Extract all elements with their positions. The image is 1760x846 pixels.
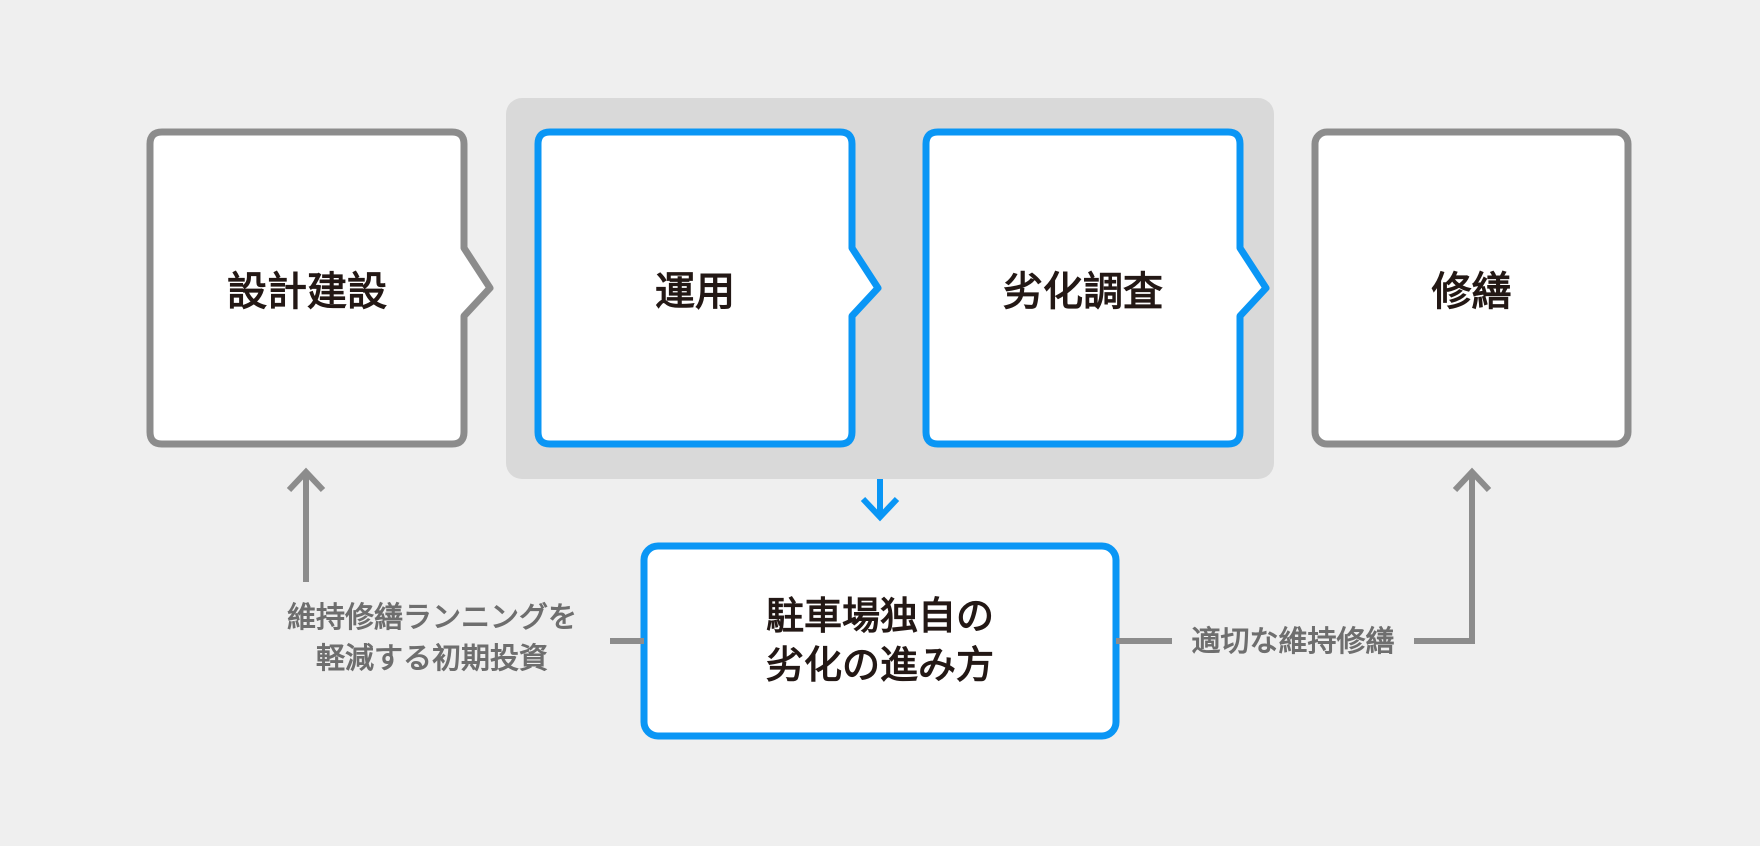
- step-label-operation: 運用: [655, 269, 735, 315]
- result-label: 駐車場独自の 劣化の進み方: [765, 593, 994, 687]
- step-box-deterioration-survey: [922, 128, 1270, 448]
- right-up-arrow-icon: [1452, 467, 1492, 493]
- note-initial-investment: 維持修繕ランニングを 軽減する初期投資: [286, 600, 577, 675]
- down-arrow-icon: [860, 479, 900, 522]
- step-label-deterioration-survey: 劣化調査: [1003, 269, 1163, 315]
- step-box-operation: [534, 128, 882, 448]
- right-connector-line-b: [1414, 474, 1475, 644]
- step-label-design-construction: 設計建設: [227, 269, 387, 315]
- step-box-design-construction: [146, 128, 494, 448]
- step-label-repair: 修繕: [1431, 269, 1512, 315]
- left-up-arrow-icon: [286, 467, 326, 582]
- step-box-repair: [1311, 128, 1632, 448]
- note-proper-maintenance: 適切な維持修繕: [1191, 623, 1395, 658]
